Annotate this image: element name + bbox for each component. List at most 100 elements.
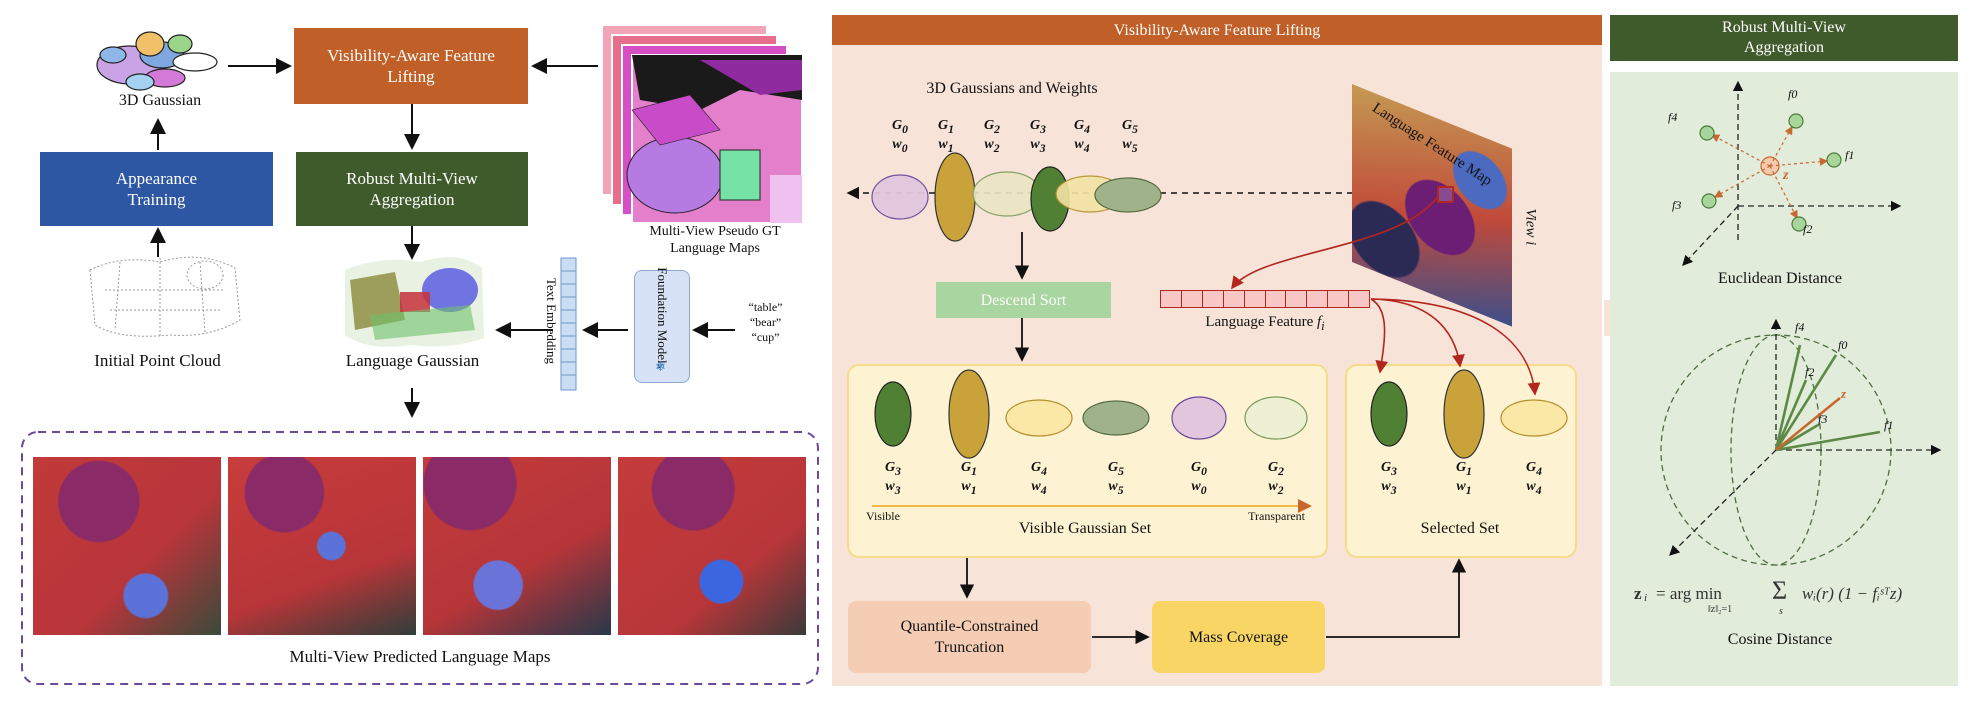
g-sub: 2 [994,122,1000,136]
vis-lifting-box: Visibility-Aware Feature Lifting [294,28,528,104]
g-sym: G [1122,118,1133,133]
descend-sort-box: Descend Sort [936,282,1111,318]
formula-term: wᵢ(r) (1 − fᵢˢᵀz) [1802,584,1903,603]
quantile-label: Quantile-Constrained Truncation [900,618,1039,656]
g-sym: G [1031,460,1042,475]
w-sym: w [984,136,994,152]
w-sym: w [1526,478,1536,494]
sphere-f3-label: f3 [1818,412,1828,426]
formula-sum-sub: s [1779,606,1783,617]
w-sym: w [1456,478,1466,494]
predicted-maps-label: Multi-View Predicted Language Maps [289,647,551,666]
mass-coverage-label: Mass Coverage [1188,628,1289,646]
g-sym: G [1381,460,1392,475]
view-label: View i [1522,208,1539,246]
language-gaussian-label: Language Gaussian [345,351,480,370]
g-sub: 5 [1118,464,1124,478]
w-sym: w [1030,136,1040,152]
middle-header-label: Visibility-Aware Feature Lifting [1113,21,1321,39]
w-sym: w [1031,478,1041,494]
language-feature-vector [1160,290,1371,308]
formula-argmin: = arg min [1656,584,1722,603]
g-sym: G [984,118,995,133]
g-sym: G [1268,460,1279,475]
euclid-f1-label: f1 [1845,148,1855,162]
w-sym: w [1122,136,1132,152]
g-sub: 0 [1201,464,1207,478]
prompt-list: “table” “bear” “cup” [738,300,793,345]
w-sub: 1 [1465,483,1472,497]
appearance-training-label: Appearance Training [115,169,198,209]
foundation-models-box: Foundation Models ❄ [634,267,690,383]
quantile-box: Quantile-Constrained Truncation [848,601,1091,673]
visible-set-label: Visible Gaussian Set [1018,520,1152,537]
w-sub: 1 [970,483,977,497]
w-sym: w [1268,478,1278,494]
lf-subscript: i [1321,319,1325,333]
g-sym: G [892,118,903,133]
w-sub: 1 [947,141,954,155]
predicted-map-tile-4 [618,457,806,635]
mass-coverage-box: Mass Coverage [1152,601,1325,673]
w-sub: 2 [1277,483,1284,497]
w-sub: 3 [1390,483,1397,497]
vector-cell [1244,290,1266,308]
gaussian-label: 3D Gaussian [118,92,202,109]
w-sym: w [1074,136,1084,152]
descend-sort-label: Descend Sort [980,291,1067,309]
w-sym: w [885,478,895,494]
language-feature-label: Language Feature fi [1180,314,1350,334]
g-sub: 1 [948,122,954,136]
sphere-f0-label: f0 [1838,338,1848,352]
g-sub: 1 [1466,464,1472,478]
predicted-map-tile-3 [423,457,611,635]
euclid-f0-label: f0 [1788,87,1798,101]
euclid-f2-label: f2 [1803,222,1813,236]
g-sym: G [1074,118,1085,133]
robust-aggregation-box: Robust Multi-View Aggregation [296,152,528,226]
vector-cell [1265,290,1287,308]
w-sub: 5 [1131,141,1138,155]
feature-map-selected-pixel [1437,186,1454,203]
sphere-f1-label: f1 [1884,418,1894,432]
formula-lhs: z [1634,584,1642,603]
g-sub: 0 [902,122,908,136]
cosine-formula: z i = arg min ‖z‖₂=1 Σ s wᵢ(r) (1 − fᵢˢᵀ… [1628,576,1953,622]
g-sub: 4 [1084,122,1090,136]
w-sub: 2 [993,141,1000,155]
g-sym: G [1191,460,1202,475]
euclid-caption: Euclidean Distance [1718,270,1842,287]
euclid-f4-label: f4 [1668,110,1678,124]
vector-cell [1223,290,1245,308]
appearance-training-box: Appearance Training [40,152,273,226]
w-sym: w [892,136,902,152]
right-header-label: Robust Multi-View Aggregation [1722,19,1846,56]
vector-cell [1286,290,1308,308]
w-sub: 0 [1200,483,1207,497]
prompt-table: “table” [748,300,783,314]
w-sym: w [1191,478,1201,494]
w-sym: w [961,478,971,494]
g-sym: G [1526,460,1537,475]
text-embedding-label: Text Embedding [544,277,559,365]
robust-aggregation-label: Robust Multi-View Aggregation [346,169,478,209]
visible-label: Visible [866,509,900,523]
g-sub: 2 [1278,464,1284,478]
w-sub: 0 [901,141,908,155]
w-sub: 3 [894,483,901,497]
prompt-bear: “bear” [749,315,782,329]
vis-lifting-label: Visibility-Aware Feature Lifting [327,46,495,86]
g-sym: G [1108,460,1119,475]
middle-header: Visibility-Aware Feature Lifting [832,15,1602,45]
gaussians-title: 3D Gaussians and Weights [926,80,1098,97]
cosine-caption: Cosine Distance [1727,631,1833,648]
